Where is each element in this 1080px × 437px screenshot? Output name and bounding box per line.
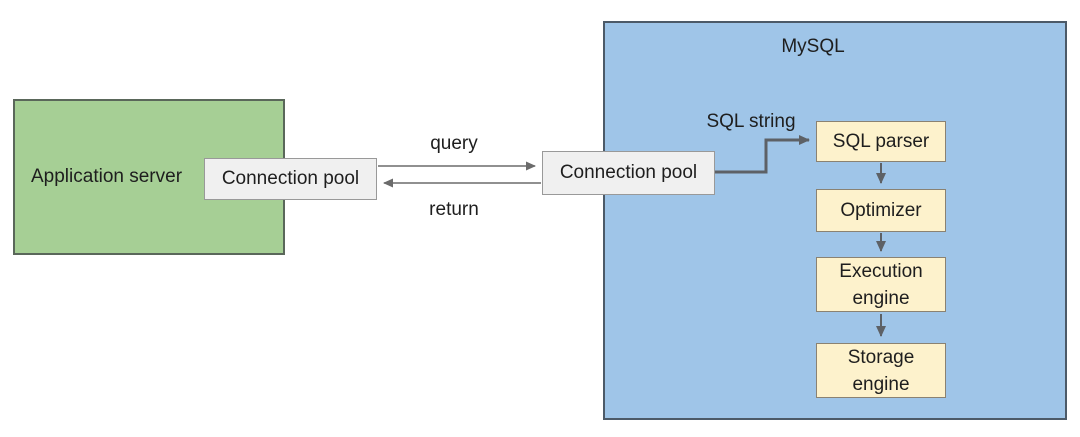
execution-engine-box: Execution engine bbox=[816, 257, 946, 312]
query-edge-label: query bbox=[430, 133, 478, 154]
sql-parser-label: SQL parser bbox=[832, 131, 930, 152]
return-edge-label: return bbox=[429, 199, 479, 220]
storage-engine-box: Storage engine bbox=[816, 343, 946, 398]
application-server-label: Application server bbox=[31, 166, 183, 187]
optimizer-label: Optimizer bbox=[840, 200, 922, 221]
mysql-connection-pool-box: Connection pool bbox=[542, 151, 715, 195]
sql-parser-box: SQL parser bbox=[816, 121, 946, 162]
storage-engine-label: Storage engine bbox=[847, 346, 915, 395]
sql-string-edge-label: SQL string bbox=[706, 111, 796, 132]
optimizer-box: Optimizer bbox=[816, 189, 946, 232]
app-connection-pool-box: Connection pool bbox=[204, 158, 377, 200]
app-connection-pool-label: Connection pool bbox=[221, 168, 360, 189]
mysql-title: MySQL bbox=[781, 36, 845, 57]
mysql-connection-pool-label: Connection pool bbox=[559, 162, 698, 183]
execution-engine-label: Execution engine bbox=[839, 260, 923, 309]
